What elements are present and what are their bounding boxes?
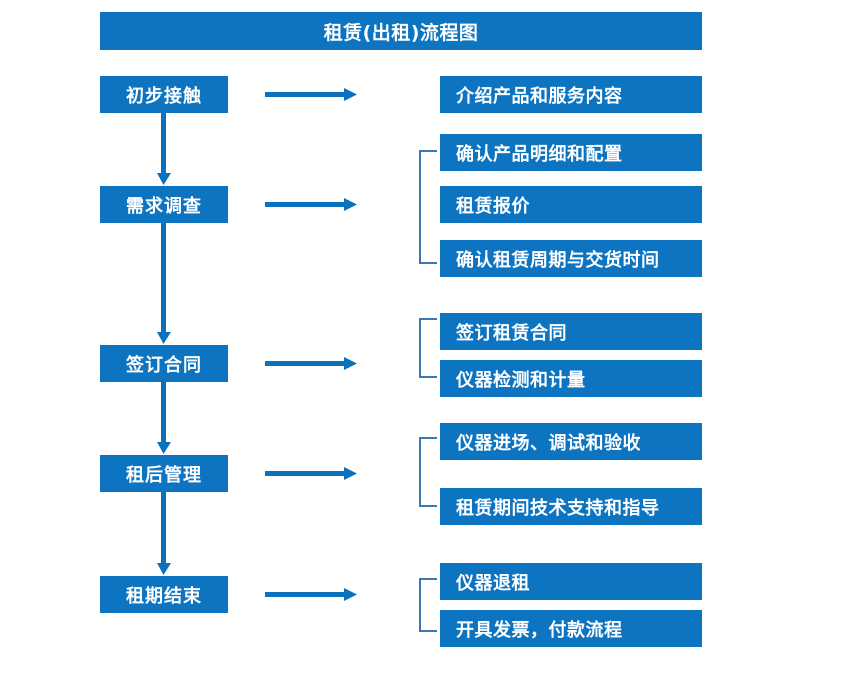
page-title: 租赁(出租)流程图 — [100, 12, 702, 50]
detail-box-3-2[interactable]: 仪器检测和计量 — [440, 360, 702, 397]
stage-box-2[interactable]: 需求调查 — [100, 186, 228, 223]
arrow-down-2-icon — [156, 223, 172, 344]
arrow-initial-contact-icon — [265, 87, 357, 103]
group-bracket-5 — [418, 578, 438, 632]
stage-box-1[interactable]: 初步接触 — [100, 76, 228, 113]
detail-box-2-2[interactable]: 租赁报价 — [440, 186, 702, 223]
detail-box-5-1[interactable]: 仪器退租 — [440, 563, 702, 600]
detail-box-4-1[interactable]: 仪器进场、调试和验收 — [440, 423, 702, 460]
arrow-down-1-icon — [156, 113, 172, 185]
stage-box-4[interactable]: 租后管理 — [100, 455, 228, 492]
group-bracket-3 — [418, 318, 438, 378]
detail-box-2-1[interactable]: 确认产品明细和配置 — [440, 134, 702, 171]
detail-box-3-1[interactable]: 签订租赁合同 — [440, 313, 702, 350]
arrow-demand-survey-icon — [265, 197, 357, 213]
group-bracket-2 — [418, 150, 438, 264]
detail-box-1-1[interactable]: 介绍产品和服务内容 — [440, 76, 702, 113]
arrow-rental-end-icon — [265, 587, 357, 603]
arrow-sign-contract-icon — [265, 356, 357, 372]
arrow-down-4-icon — [156, 492, 172, 575]
arrow-down-3-icon — [156, 382, 172, 454]
detail-box-5-2[interactable]: 开具发票，付款流程 — [440, 610, 702, 647]
stage-box-5[interactable]: 租期结束 — [100, 576, 228, 613]
detail-box-4-2[interactable]: 租赁期间技术支持和指导 — [440, 488, 702, 525]
arrow-post-rental-icon — [265, 466, 357, 482]
detail-box-2-3[interactable]: 确认租赁周期与交货时间 — [440, 240, 702, 277]
stage-box-3[interactable]: 签订合同 — [100, 345, 228, 382]
group-bracket-4 — [418, 437, 438, 507]
